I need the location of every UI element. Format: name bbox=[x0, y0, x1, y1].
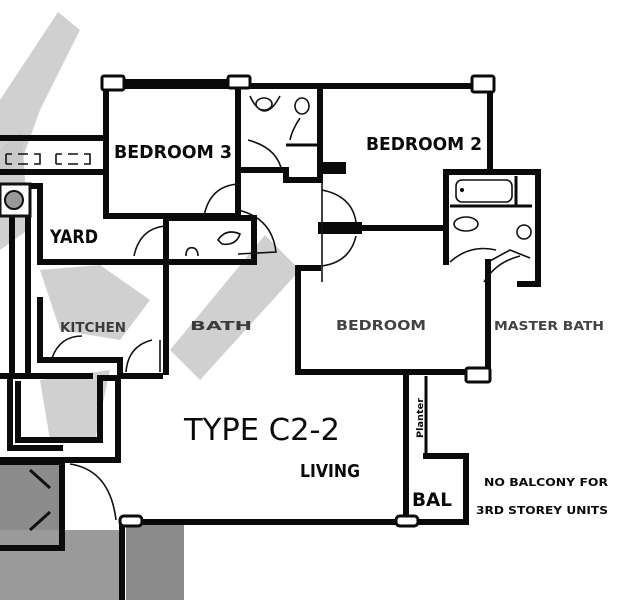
label-yard: YARD bbox=[49, 226, 98, 248]
walls bbox=[0, 79, 541, 600]
balcony-note-line1: NO BALCONY FOR bbox=[484, 476, 609, 489]
door-swings bbox=[51, 117, 531, 521]
columns bbox=[100, 74, 496, 528]
yard-drain-icon bbox=[0, 182, 32, 218]
balcony-note-line2: 3RD STOREY UNITS bbox=[476, 504, 608, 517]
label-bath: BATH bbox=[190, 319, 252, 333]
label-planter: Planter bbox=[416, 397, 426, 438]
watermark bbox=[0, 12, 300, 440]
label-living: LIVING bbox=[300, 461, 360, 482]
labels: BEDROOM 3 BEDROOM 2 YARD KITCHEN BATH BE… bbox=[49, 134, 608, 517]
label-bedroom3: BEDROOM 3 bbox=[114, 142, 232, 163]
label-kitchen: KITCHEN bbox=[60, 321, 126, 336]
shaded-common-area bbox=[0, 462, 184, 600]
type-label: TYPE C2-2 bbox=[183, 413, 340, 448]
wardrobe bbox=[5, 153, 91, 165]
label-bedroom1: BEDROOM bbox=[336, 319, 426, 334]
label-master-bath: MASTER BATH bbox=[494, 319, 604, 333]
fixtures bbox=[185, 95, 532, 257]
label-balcony: BAL bbox=[412, 489, 452, 511]
label-bedroom2: BEDROOM 2 bbox=[366, 134, 482, 155]
